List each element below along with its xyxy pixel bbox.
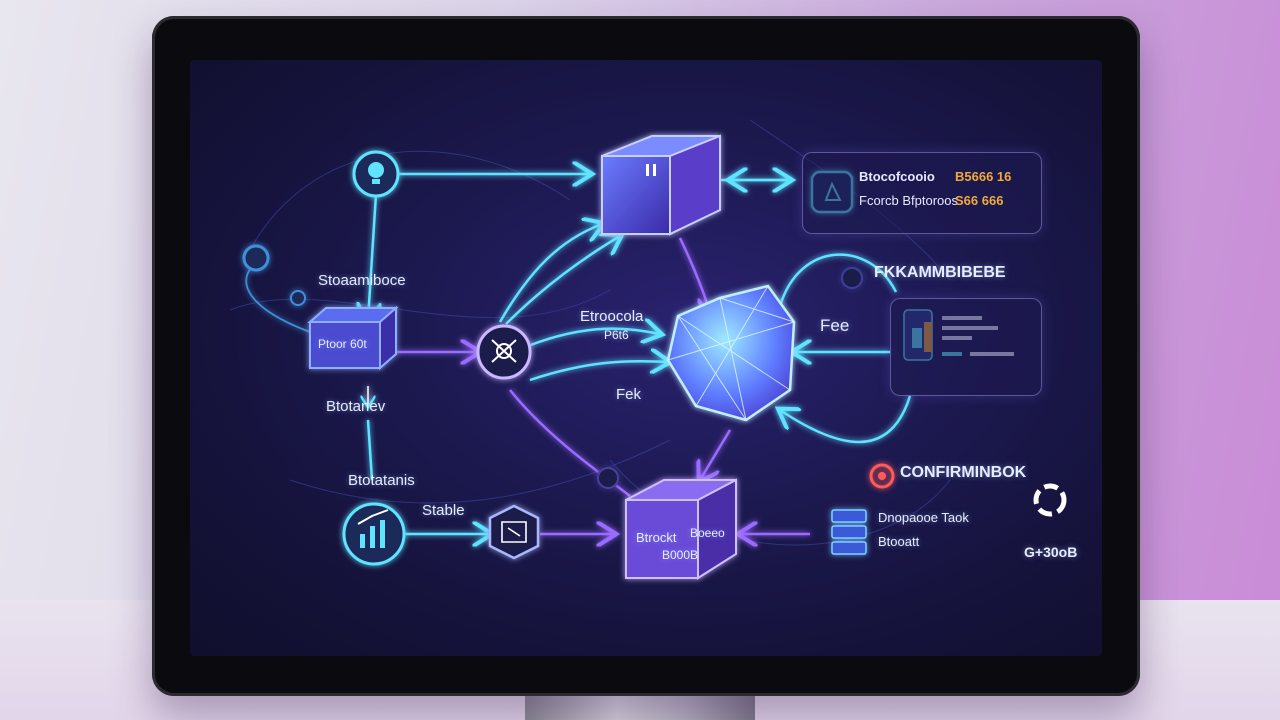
stacked-blocks-icon bbox=[831, 509, 867, 555]
screen: Btocofcooio Fcorcb Bfptoroos B5666 16 S6… bbox=[190, 60, 1102, 656]
stats-panel-subtitle: Fcorcb Bfptoroos bbox=[859, 193, 958, 208]
label-left-bottom: Btotatanis bbox=[348, 472, 415, 489]
label-stable: Stable bbox=[422, 502, 465, 519]
top-cube-icon[interactable] bbox=[601, 134, 721, 236]
label-bottom-right-2: Btooatt bbox=[878, 534, 920, 549]
edge-top-node-to-left-box bbox=[368, 193, 376, 320]
label-bottom-right-code: G+30oB bbox=[1024, 544, 1078, 560]
confirmation-icon bbox=[869, 463, 895, 489]
poly-top-small-node bbox=[841, 267, 863, 289]
label-fee: Fee bbox=[820, 316, 850, 335]
label-left-top: Stoaamiboce bbox=[318, 272, 406, 289]
edge-panel-to-poly-bottom bbox=[780, 395, 912, 444]
bulb-node-icon[interactable] bbox=[352, 150, 400, 198]
edge-fek-to-poly bbox=[529, 361, 668, 382]
label-left-box: Ptoor 60t bbox=[318, 337, 367, 351]
chart-node-icon[interactable] bbox=[342, 502, 406, 566]
edge-poly-to-bottom-cube bbox=[700, 429, 732, 480]
label-right-heading: FKKAMMBIBEBE bbox=[874, 264, 1006, 281]
label-center-2: P6t6 bbox=[604, 328, 629, 342]
edge-center-node-to-top-cube-a bbox=[498, 224, 602, 323]
bottom-cube-icon[interactable] bbox=[625, 478, 737, 580]
label-confirmation: CONFIRMINBOK bbox=[900, 464, 1027, 481]
center-bug-node-icon[interactable] bbox=[476, 324, 532, 380]
edge-center-node-to-poly bbox=[527, 329, 660, 348]
bottom-small-node bbox=[597, 467, 619, 489]
edge-left-vertical bbox=[366, 419, 374, 481]
stats-panel-value-2: S66 666 bbox=[955, 193, 1004, 208]
label-center-1: Etroocola bbox=[580, 308, 644, 325]
label-left-mid: Btotanev bbox=[326, 398, 386, 415]
label-bottom-box-2: Boeeo bbox=[690, 526, 725, 540]
label-bottom-right-1: Dnopaooe Taok bbox=[878, 510, 969, 525]
label-bottom-box-1: Btrockt bbox=[636, 530, 677, 545]
label-fek: Fek bbox=[616, 386, 642, 403]
side-panel[interactable] bbox=[890, 298, 1042, 396]
stats-panel[interactable]: Btocofcooio Fcorcb Bfptoroos B5666 16 S6… bbox=[802, 152, 1042, 234]
loading-ring-icon bbox=[1033, 483, 1067, 517]
label-bottom-box-3: B000B bbox=[662, 548, 699, 562]
left-block-icon[interactable] bbox=[307, 305, 399, 371]
stats-panel-value-1: B5666 16 bbox=[955, 169, 1012, 184]
edge-center-node-to-top-cube-b bbox=[505, 236, 620, 325]
stats-panel-title: Btocofcooio bbox=[859, 169, 935, 184]
central-polyhedron-icon[interactable] bbox=[666, 284, 796, 422]
edge-center-node-to-bottom-cube bbox=[509, 389, 631, 497]
left-small-node-icon bbox=[242, 244, 306, 306]
bottom-hex-node-icon[interactable] bbox=[488, 504, 540, 560]
edge-poly-loop bbox=[778, 253, 898, 307]
monitor-bezel: Btocofcooio Fcorcb Bfptoroos B5666 16 S6… bbox=[152, 16, 1140, 696]
connections bbox=[245, 174, 912, 534]
